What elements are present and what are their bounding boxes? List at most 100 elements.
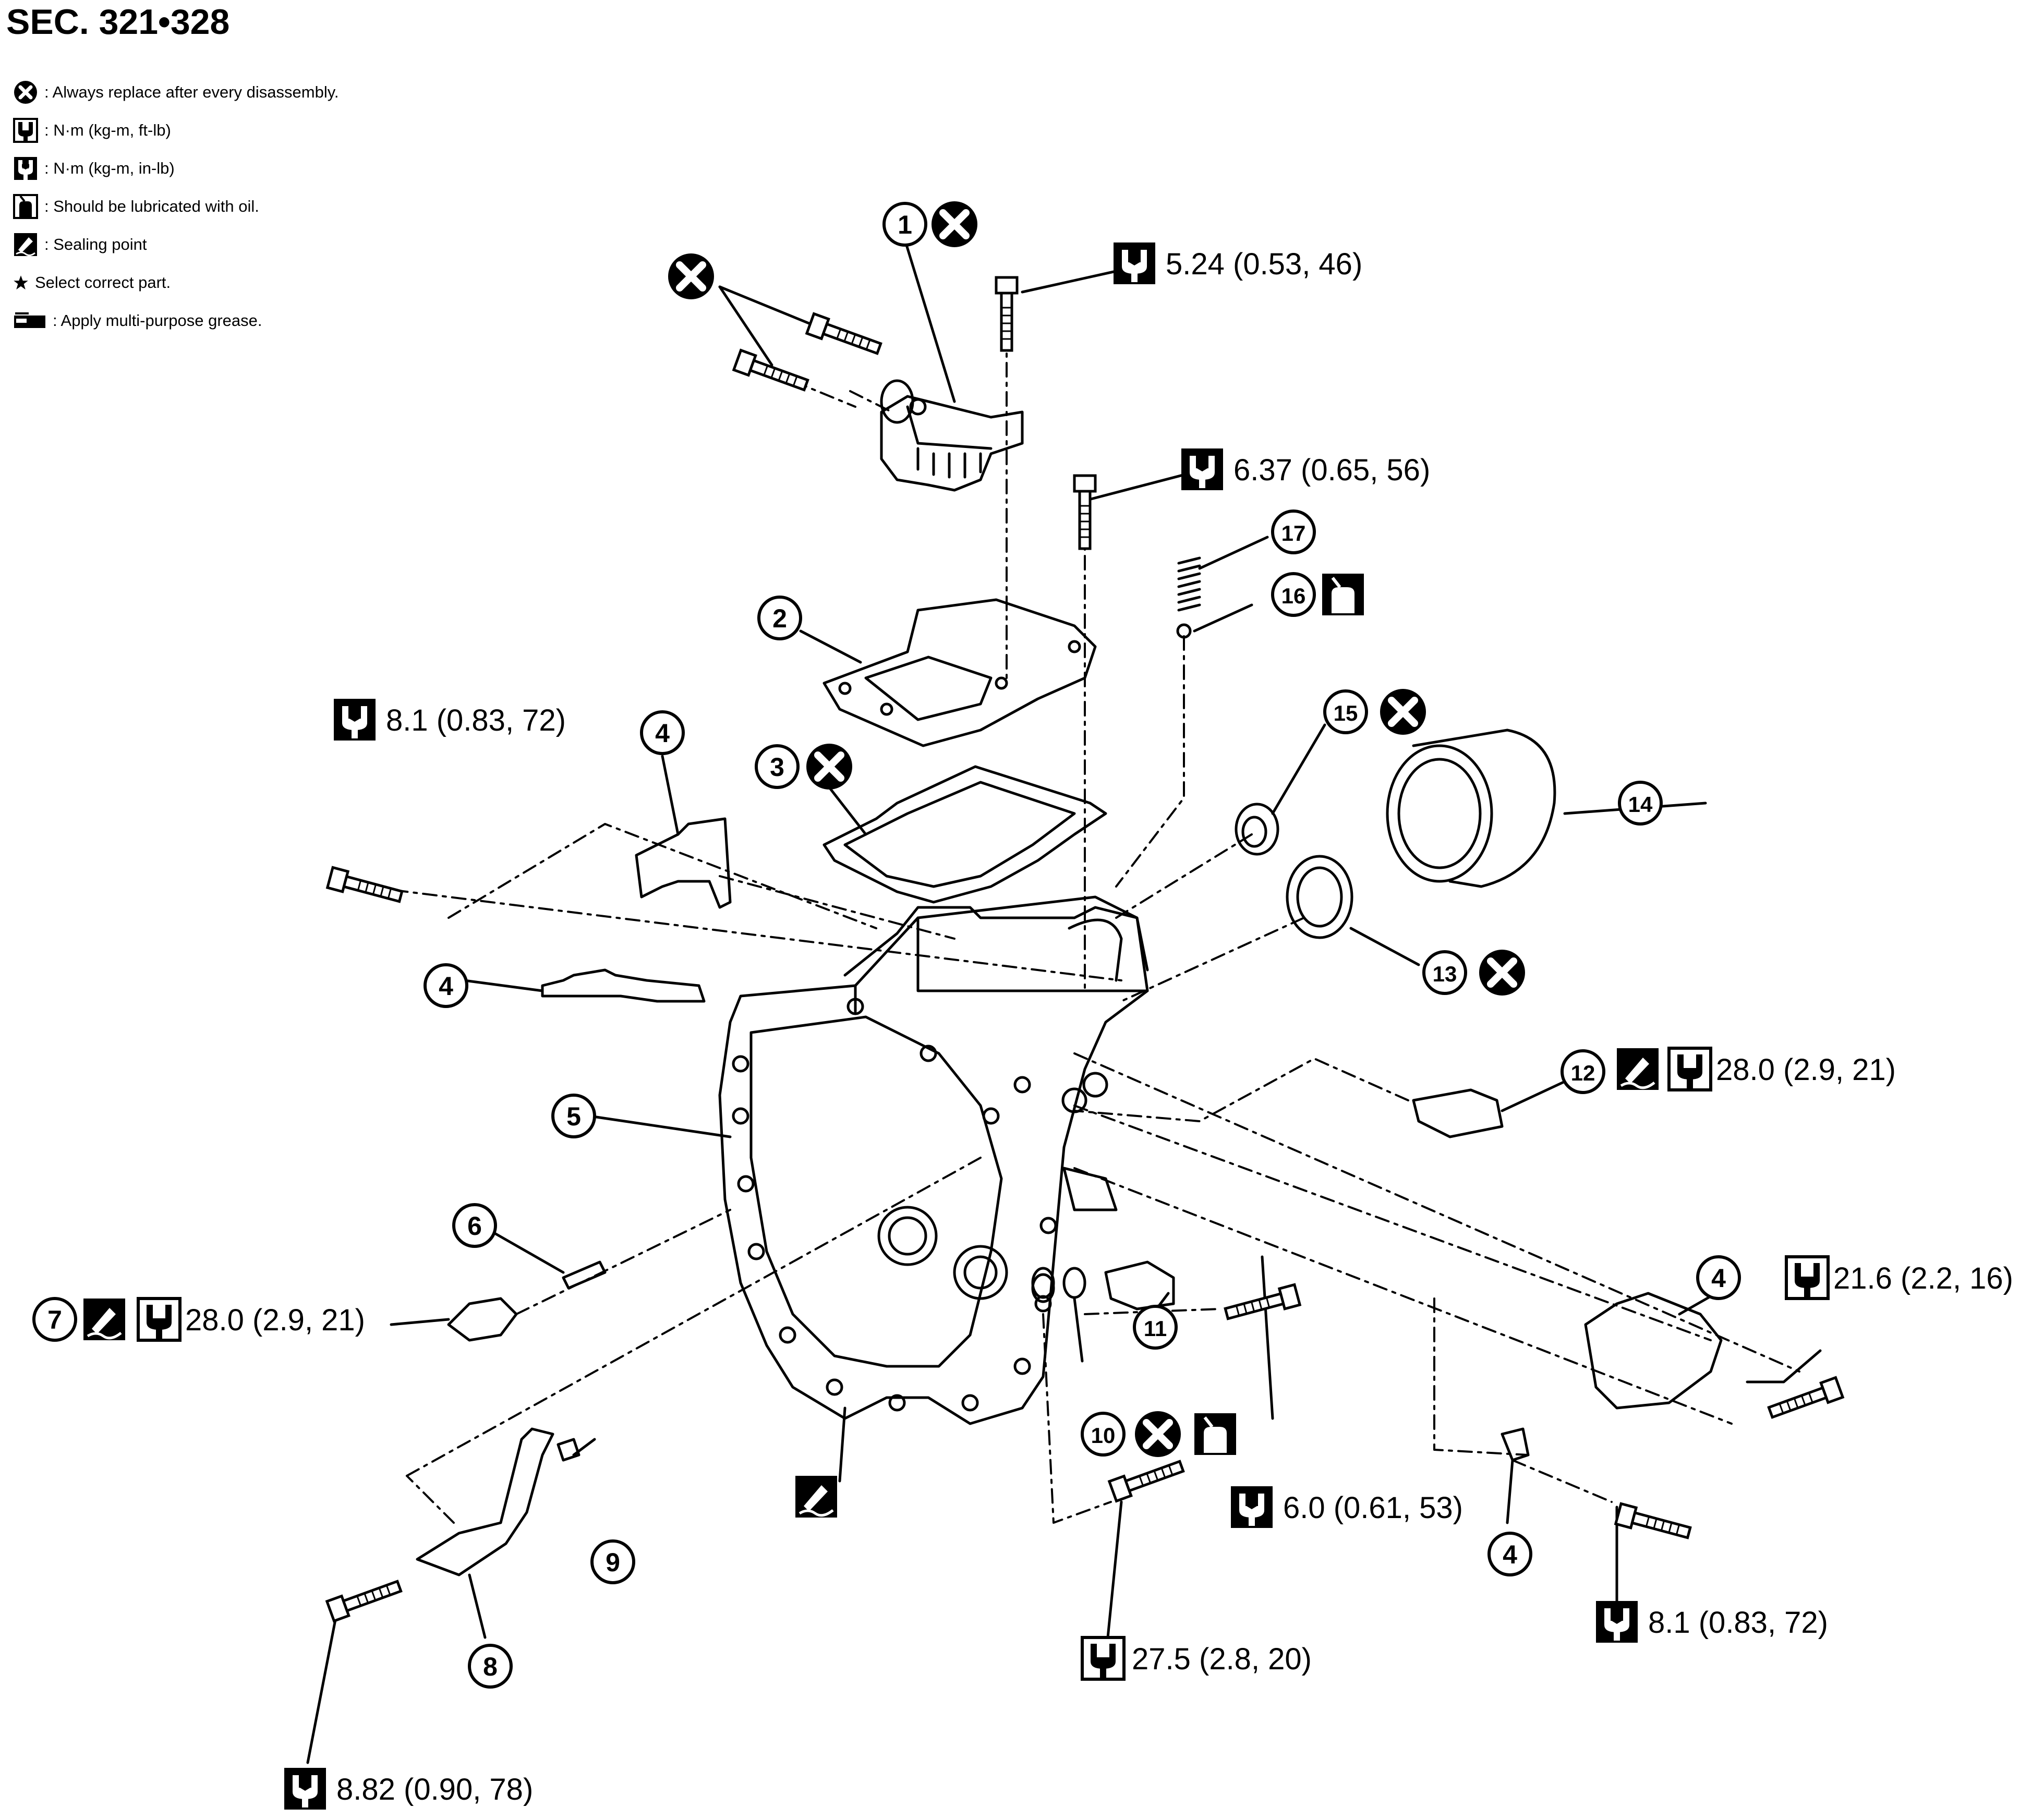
- torque-spec-bolt-4: 21.6 (2.2, 16): [1833, 1261, 2013, 1295]
- part-1-unit: [880, 395, 1024, 492]
- callout-10-circle: [1081, 1412, 1126, 1457]
- torque-spec-bolt-2: 6.37 (0.65, 56): [1233, 453, 1431, 487]
- legend-item-star: Select correct part.: [13, 263, 339, 301]
- transmission-case: [718, 895, 1149, 1425]
- part-7-switch: [447, 1297, 518, 1342]
- callout-13: 13: [1433, 962, 1457, 986]
- callout-8: 8: [483, 1652, 498, 1681]
- replace-icon: [14, 80, 37, 104]
- part-3-gasket: [823, 765, 1107, 904]
- torque-icon-s5: [138, 1299, 180, 1340]
- callout-4c-circle: [1696, 1255, 1741, 1300]
- oil-icon-10: [1194, 1413, 1236, 1455]
- callout-3: 3: [770, 753, 784, 782]
- legend-text-torque-inlb: : N·m (kg-m, in-lb): [44, 159, 175, 177]
- part-12-switch: [1412, 1088, 1504, 1138]
- part-6-pin: [562, 1260, 607, 1290]
- callout-17-circle: [1271, 509, 1316, 554]
- clip-b: [734, 350, 809, 395]
- callout-15-circle: [1323, 689, 1368, 734]
- callout-12-circle: [1561, 1049, 1605, 1094]
- part-8-lever: [416, 1427, 554, 1576]
- bolt-8: [327, 1576, 403, 1621]
- callout-9-circle: [590, 1539, 635, 1584]
- torque-spec-bolt-7: 27.5 (2.8, 20): [1132, 1642, 1312, 1676]
- torque-icon-s1: [1114, 242, 1155, 284]
- torque-spec-bolt-3: 8.1 (0.83, 72): [386, 703, 566, 737]
- bolt-2: [1074, 476, 1095, 549]
- torque-inlb-icon: [14, 156, 37, 180]
- callout-14: 14: [1628, 792, 1653, 817]
- legend-text-star: Select correct part.: [35, 273, 171, 292]
- callout-12: 12: [1571, 1061, 1595, 1085]
- bolt-3: [328, 867, 404, 906]
- part-15-seal: [1235, 803, 1279, 856]
- callout-15: 15: [1334, 701, 1358, 725]
- torque-icon-s10: [284, 1768, 326, 1810]
- callout-17: 17: [1281, 521, 1306, 545]
- replace-mark-15: [1380, 689, 1426, 735]
- replace-mark-1: [932, 201, 977, 247]
- star-icon: [14, 275, 28, 289]
- callout-4d: 4: [1503, 1540, 1517, 1569]
- callout-9: 9: [606, 1548, 620, 1577]
- oil-can-icon: [13, 193, 38, 219]
- callout-3-circle: [755, 744, 800, 789]
- torque-spec-part-7: 28.0 (2.9, 21): [185, 1303, 365, 1337]
- callout-10: 10: [1091, 1423, 1116, 1448]
- callout-1: 1: [898, 210, 912, 239]
- part-14-ring: [1386, 744, 1493, 883]
- callout-13-circle: [1422, 950, 1467, 995]
- sealant-icon: [14, 233, 37, 256]
- part-4-bracket-c: [1584, 1292, 1723, 1410]
- callout-11-circle: [1133, 1305, 1178, 1350]
- part-4-bracket-b: [541, 968, 706, 1003]
- callout-5-circle: [551, 1094, 596, 1138]
- sealant-icon-7: [83, 1299, 125, 1340]
- part-17-spring: [1177, 556, 1201, 612]
- callout-4d-circle: [1487, 1532, 1532, 1576]
- callout-4a-circle: [640, 710, 685, 755]
- callout-11: 11: [1144, 1316, 1167, 1341]
- legend-text-torque-ftlb: : N·m (kg-m, ft-lb): [44, 120, 171, 139]
- legend-item-oil: : Should be lubricated with oil.: [13, 187, 339, 225]
- part-11-sensor: [1104, 1260, 1175, 1311]
- torque-spec-bolt-8: 8.82 (0.90, 78): [336, 1773, 534, 1806]
- torque-icon-s4: [1669, 1048, 1711, 1090]
- torque-ftlb-icon: [13, 117, 38, 143]
- callout-4b: 4: [439, 972, 453, 1001]
- bolt-4: [1767, 1378, 1843, 1422]
- clip-a: [807, 314, 882, 358]
- part-10-oring-b: [1062, 1267, 1086, 1299]
- callout-16: 16: [1281, 584, 1306, 608]
- torque-icon-s2: [1181, 448, 1223, 490]
- torque-icon-s8: [1596, 1601, 1638, 1643]
- legend-text-sealant: : Sealing point: [44, 235, 147, 253]
- legend-item-sealant: : Sealing point: [13, 225, 339, 263]
- callout-8-circle: [468, 1644, 513, 1689]
- torque-icon-s9: [1082, 1637, 1124, 1679]
- callout-2-circle: [757, 596, 802, 640]
- part-13-seal: [1286, 855, 1353, 939]
- sealant-icon-case: [795, 1476, 837, 1518]
- legend-item-grease: : Apply multi-purpose grease.: [13, 301, 339, 339]
- torque-icon-s3: [334, 699, 376, 741]
- torque-spec-bolt-5: 6.0 (0.61, 53): [1283, 1491, 1463, 1525]
- part-10-oring-a: [1031, 1267, 1055, 1299]
- callout-7-circle: [32, 1297, 77, 1342]
- legend-item-replace: : Always replace after every disassembly…: [13, 73, 339, 111]
- callout-1-circle: [882, 202, 927, 247]
- oil-icon-16: [1322, 574, 1364, 615]
- callout-2: 2: [772, 604, 787, 633]
- torque-spec-bolt-6: 8.1 (0.83, 72): [1648, 1606, 1828, 1640]
- bolt-6: [1616, 1503, 1692, 1543]
- replace-mark-clips: [668, 253, 714, 299]
- sealant-icon-12: [1617, 1048, 1659, 1090]
- part-2-plate: [823, 598, 1097, 747]
- replace-mark-13: [1479, 950, 1525, 996]
- bolt-1: [996, 277, 1017, 350]
- legend: : Always replace after every disassembly…: [13, 73, 339, 339]
- legend-item-torque-ftlb: : N·m (kg-m, ft-lb): [13, 111, 339, 149]
